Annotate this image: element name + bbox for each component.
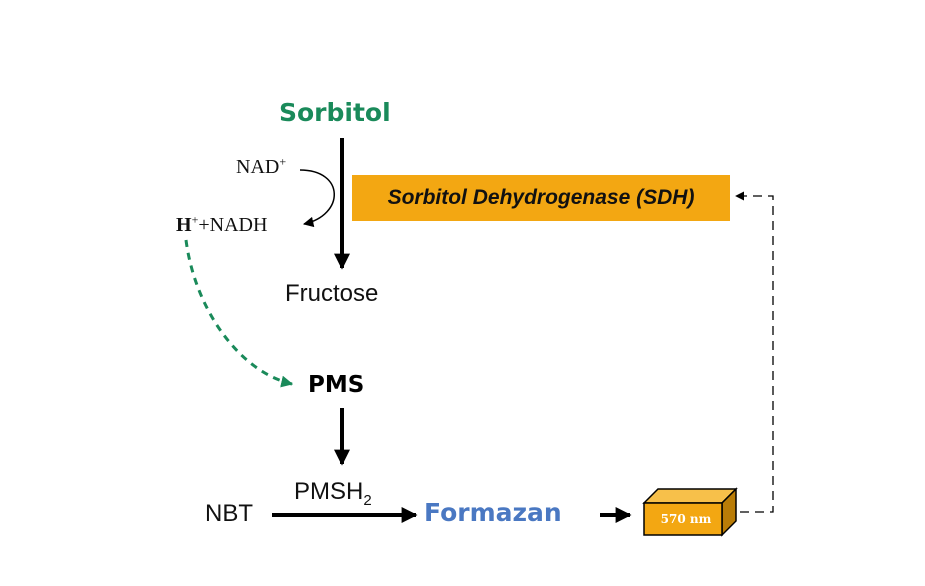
cofactor-curve-arrow bbox=[299, 169, 335, 228]
dye-label: Formazan bbox=[424, 498, 562, 527]
probe-label: NBT bbox=[205, 500, 253, 527]
reduced-mediator-label: PMSH2 bbox=[294, 478, 372, 509]
enzyme-label: Sorbitol Dehydrogenase (SDH) bbox=[387, 186, 695, 209]
product-label: Fructose bbox=[285, 280, 379, 307]
nadh-to-pms-dashed-arrow bbox=[184, 239, 294, 388]
detector-label: 570 nm bbox=[660, 512, 712, 526]
cuvette-icon bbox=[642, 487, 738, 537]
enzyme-box: Sorbitol Dehydrogenase (SDH) bbox=[352, 175, 730, 221]
cofactor-out-label: H++NADH bbox=[176, 212, 268, 236]
mediator-label: PMS bbox=[308, 372, 365, 398]
cofactor-in-label: NAD+ bbox=[236, 154, 287, 178]
detector-to-enzyme-dashed-arrow bbox=[735, 191, 774, 513]
substrate-label: Sorbitol bbox=[279, 98, 391, 127]
